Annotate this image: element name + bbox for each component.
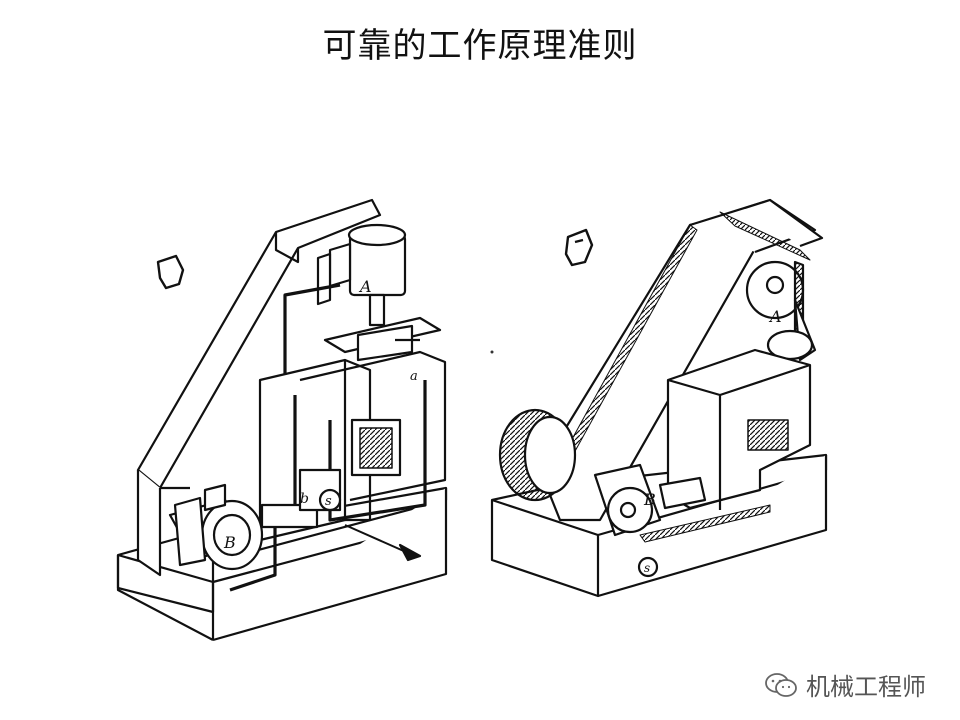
- label-sensor-a: a: [410, 369, 418, 384]
- label-b-right: B: [643, 490, 656, 509]
- right-mechanism: [490, 198, 828, 598]
- switch-s-right: [637, 556, 659, 578]
- watermark: 机械工程师: [764, 667, 926, 702]
- page-title: 可靠的工作原理准则: [322, 26, 638, 66]
- label-a-left: A: [358, 277, 372, 296]
- label-b-left: B: [223, 533, 236, 552]
- label-a-right: A: [768, 307, 782, 326]
- label-switch-right: s: [644, 561, 650, 575]
- watermark-text: 机械工程师: [806, 673, 926, 701]
- left-mechanism: [116, 198, 448, 642]
- label-switch-left: s: [325, 494, 332, 509]
- wechat-icon: [765, 672, 797, 697]
- switch-s-left: [318, 488, 342, 512]
- label-sensor-b: b: [300, 491, 309, 507]
